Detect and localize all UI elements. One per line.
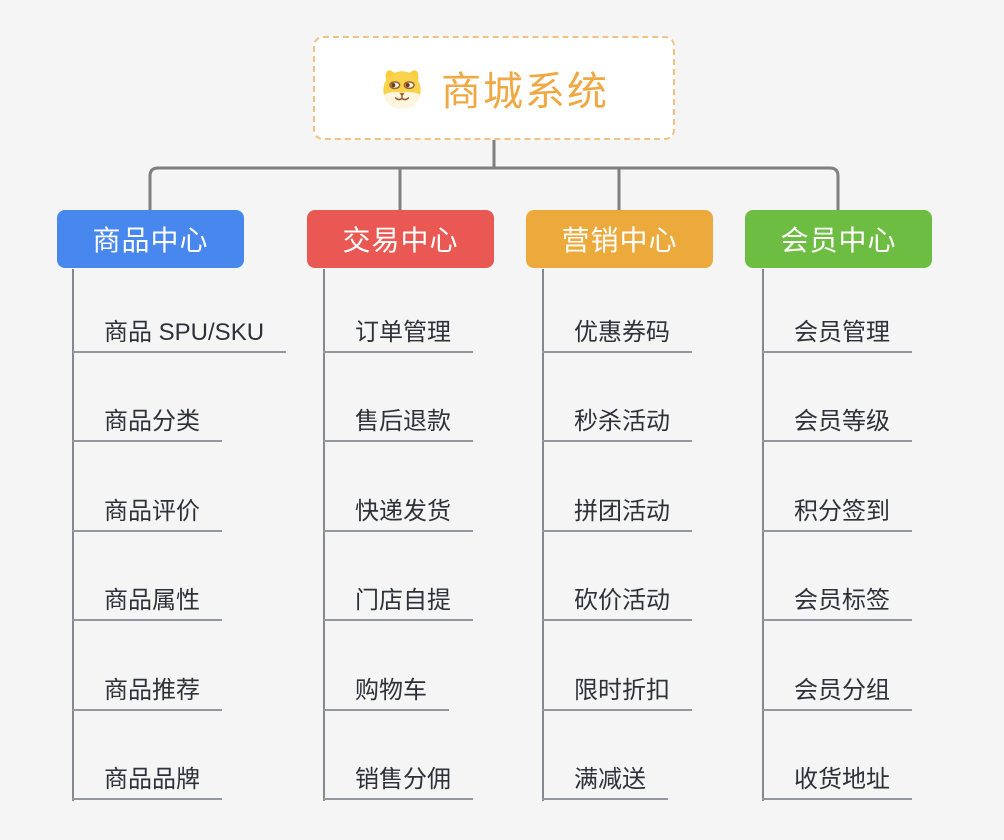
child-node[interactable]: 订单管理: [323, 320, 473, 353]
child-node[interactable]: 快递发货: [323, 499, 473, 532]
branch-label: 会员中心: [780, 225, 897, 256]
child-node[interactable]: 商品评价: [72, 499, 222, 532]
branch-node-trade-center[interactable]: 交易中心: [307, 210, 494, 268]
branch-elbow-line: [148, 166, 840, 210]
root-title: 商城系统: [441, 70, 609, 114]
branch-label: 营销中心: [561, 225, 678, 256]
child-node[interactable]: 收货地址: [762, 767, 912, 800]
child-node[interactable]: 购物车: [323, 678, 449, 711]
child-node[interactable]: 限时折扣: [542, 678, 692, 711]
child-node[interactable]: 商品属性: [72, 588, 222, 621]
child-node[interactable]: 满减送: [542, 767, 668, 800]
child-node[interactable]: 会员等级: [762, 409, 912, 442]
branch-label: 交易中心: [342, 225, 459, 256]
child-node[interactable]: 拼团活动: [542, 499, 692, 532]
branch-node-marketing-center[interactable]: 营销中心: [526, 210, 713, 268]
child-node[interactable]: 商品 SPU/SKU: [72, 320, 287, 353]
child-node[interactable]: 会员管理: [762, 320, 912, 353]
child-node[interactable]: 商品品牌: [72, 767, 222, 800]
child-node[interactable]: 门店自提: [323, 588, 473, 621]
child-node[interactable]: 秒杀活动: [542, 409, 692, 442]
child-node[interactable]: 会员标签: [762, 588, 912, 621]
child-node[interactable]: 售后退款: [323, 409, 473, 442]
child-node[interactable]: 优惠券码: [542, 320, 692, 353]
child-node[interactable]: 商品分类: [72, 409, 222, 442]
child-node[interactable]: 积分签到: [762, 499, 912, 532]
dog-logo-icon: [383, 70, 421, 109]
child-node[interactable]: 会员分组: [762, 678, 912, 711]
child-node[interactable]: 砍价活动: [542, 588, 692, 621]
child-node[interactable]: 商品推荐: [72, 678, 222, 711]
branch-node-product-center[interactable]: 商品中心: [57, 210, 244, 268]
branch-label: 商品中心: [92, 225, 209, 256]
root-node[interactable]: 商城系统: [313, 36, 675, 140]
child-node[interactable]: 销售分佣: [323, 767, 473, 800]
branch-node-member-center[interactable]: 会员中心: [745, 210, 932, 268]
